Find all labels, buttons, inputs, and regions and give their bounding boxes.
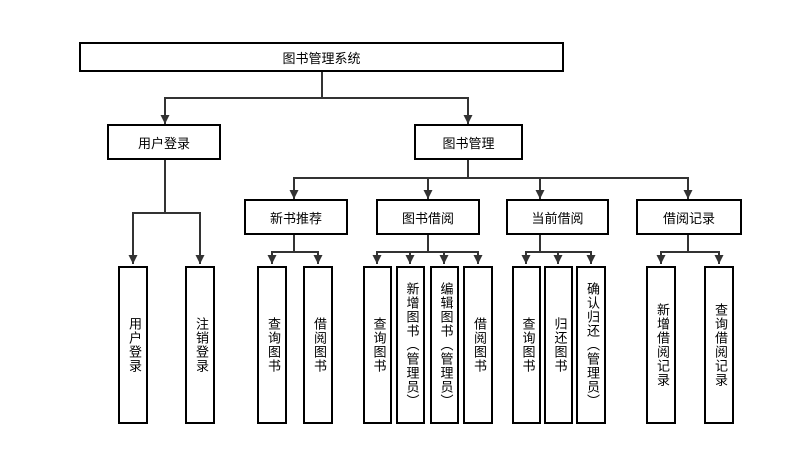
leaf-label: 查询图书	[370, 317, 386, 373]
book-mgmt-label: 图书管理	[442, 136, 495, 152]
leaf-current-confirm-admin: 确认归还（管理员）	[576, 266, 606, 424]
group-borrow-records-box: 借阅记录	[636, 199, 742, 235]
leaf-current-query: 查询图书	[512, 266, 541, 424]
leaf-records-add: 新增借阅记录	[646, 266, 676, 424]
leaf-logout: 注销登录	[185, 266, 215, 424]
leaf-records-query: 查询借阅记录	[704, 266, 734, 424]
leaf-new-books-borrow: 借阅图书	[303, 266, 333, 424]
group-label: 新书推荐	[269, 211, 322, 227]
leaf-label: 新增借阅记录	[654, 303, 669, 387]
book-mgmt-box: 图书管理	[414, 124, 523, 160]
leaf-label: 查询图书	[265, 317, 280, 373]
leaf-label: 借阅图书	[471, 317, 486, 373]
leaf-label: 用户登录	[126, 317, 141, 373]
group-current-borrow-box: 当前借阅	[506, 199, 609, 235]
leaf-label: 借阅图书	[311, 317, 326, 373]
leaf-label: 查询图书	[519, 317, 535, 373]
group-label: 借阅记录	[662, 211, 715, 227]
leaf-label: 查询借阅记录	[712, 303, 727, 387]
leaf-borrow-borrow: 借阅图书	[463, 266, 493, 424]
group-book-borrow-box: 图书借阅	[376, 199, 480, 235]
user-login-box: 用户登录	[107, 124, 221, 160]
user-login-label: 用户登录	[137, 136, 190, 152]
leaf-borrow-edit-admin: 编辑图书（管理员）	[430, 266, 459, 424]
root-label: 图书管理系统	[282, 51, 361, 67]
leaf-label: 编辑图书（管理员）	[437, 282, 453, 408]
leaf-label: 新增图书（管理员）	[403, 282, 419, 408]
leaf-label: 归还图书	[551, 317, 567, 373]
root-box: 图书管理系统	[79, 42, 564, 72]
group-label: 当前借阅	[531, 211, 584, 227]
leaf-borrow-query: 查询图书	[363, 266, 392, 424]
leaf-label: 确认归还（管理员）	[584, 282, 599, 408]
leaf-new-books-query: 查询图书	[257, 266, 287, 424]
leaf-label: 注销登录	[193, 317, 208, 373]
leaf-borrow-add-admin: 新增图书（管理员）	[396, 266, 425, 424]
group-new-books-box: 新书推荐	[244, 199, 348, 235]
leaf-current-return: 归还图书	[544, 266, 573, 424]
leaf-user-login: 用户登录	[118, 266, 148, 424]
group-label: 图书借阅	[401, 211, 454, 227]
